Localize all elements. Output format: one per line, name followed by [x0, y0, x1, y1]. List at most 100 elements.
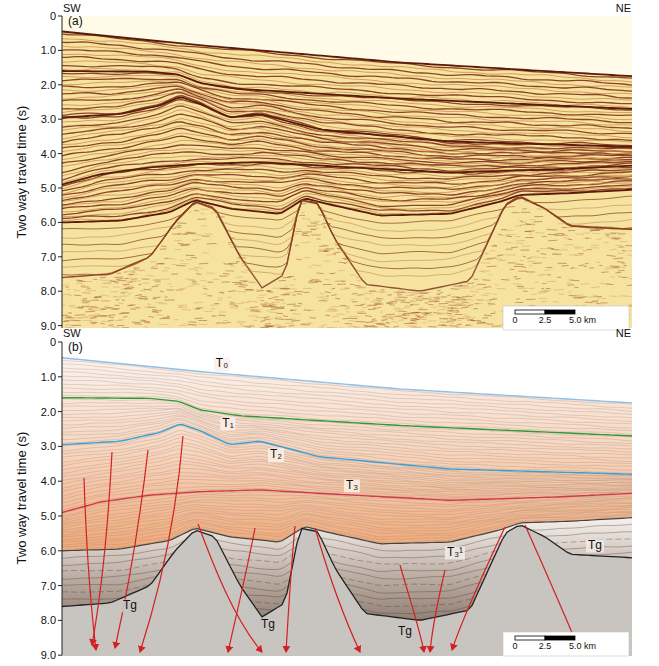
- noise-stroke: [250, 310, 260, 311]
- noise-stroke: [437, 314, 444, 315]
- tick-label: 2.0: [41, 79, 56, 91]
- noise-stroke: [426, 314, 433, 315]
- noise-stroke: [439, 292, 443, 294]
- noise-stroke: [225, 270, 234, 271]
- noise-stroke: [422, 292, 425, 293]
- axis-tick: [58, 446, 62, 447]
- noise-stroke: [230, 247, 234, 248]
- noise-stroke: [179, 288, 187, 290]
- noise-stroke: [123, 284, 130, 285]
- noise-stroke: [457, 318, 463, 320]
- horizon-label: Tg: [396, 625, 414, 638]
- noise-stroke: [546, 267, 553, 268]
- scale-label: 2.5: [539, 642, 552, 652]
- noise-stroke: [102, 283, 111, 285]
- noise-stroke: [202, 285, 206, 287]
- noise-stroke: [382, 316, 386, 318]
- noise-stroke: [495, 284, 498, 285]
- noise-stroke: [317, 272, 324, 274]
- noise-stroke: [455, 314, 462, 315]
- noise-stroke: [294, 233, 299, 234]
- noise-stroke: [459, 308, 462, 310]
- noise-stroke: [259, 295, 267, 296]
- noise-stroke: [376, 323, 385, 324]
- tick-label: 6.0: [41, 545, 56, 557]
- noise-stroke: [78, 317, 87, 318]
- noise-stroke: [515, 225, 522, 226]
- noise-stroke: [336, 314, 344, 315]
- noise-stroke: [489, 274, 493, 275]
- noise-stroke: [486, 252, 489, 253]
- noise-stroke: [626, 245, 633, 246]
- noise-stroke: [527, 257, 531, 259]
- noise-stroke: [340, 251, 345, 253]
- noise-stroke: [132, 322, 140, 324]
- noise-stroke: [458, 287, 465, 289]
- noise-stroke: [162, 270, 168, 271]
- noise-stroke: [153, 279, 161, 280]
- noise-stroke: [606, 267, 615, 268]
- noise-stroke: [472, 294, 475, 296]
- noise-stroke: [123, 292, 128, 293]
- noise-stroke: [447, 315, 452, 316]
- noise-stroke: [122, 299, 125, 301]
- noise-stroke: [387, 328, 391, 329]
- noise-stroke: [325, 315, 330, 317]
- noise-stroke: [349, 320, 356, 321]
- rift-reflector: [62, 196, 632, 251]
- noise-stroke: [191, 283, 196, 284]
- noise-stroke: [492, 293, 496, 294]
- noise-stroke: [407, 326, 416, 327]
- noise-stroke: [139, 299, 146, 300]
- horizon-label: Tg: [259, 619, 277, 632]
- noise-stroke: [488, 303, 495, 305]
- noise-stroke: [376, 298, 383, 300]
- noise-stroke: [163, 317, 170, 319]
- tick-label: 8.0: [41, 285, 56, 297]
- noise-stroke: [117, 280, 127, 282]
- noise-stroke: [220, 292, 224, 293]
- noise-stroke: [91, 307, 99, 308]
- noise-stroke: [591, 245, 600, 246]
- noise-stroke: [333, 321, 339, 322]
- noise-stroke: [303, 288, 313, 289]
- noise-stroke: [396, 311, 400, 312]
- noise-stroke: [583, 238, 591, 239]
- noise-stroke: [354, 285, 360, 287]
- noise-stroke: [129, 288, 132, 290]
- noise-stroke: [381, 318, 388, 319]
- noise-stroke: [361, 327, 367, 328]
- noise-stroke: [129, 274, 134, 275]
- noise-stroke: [618, 270, 624, 272]
- noise-stroke: [90, 310, 99, 311]
- noise-stroke: [317, 296, 325, 298]
- noise-stroke: [296, 229, 300, 230]
- noise-stroke: [402, 317, 407, 318]
- noise-stroke: [242, 263, 246, 265]
- noise-stroke: [63, 315, 66, 317]
- noise-stroke: [115, 305, 120, 306]
- seismic-ground: [62, 32, 632, 329]
- axis-line: [62, 16, 63, 328]
- noise-stroke: [194, 309, 200, 310]
- noise-stroke: [238, 322, 244, 324]
- axis-tick: [58, 188, 62, 189]
- noise-stroke: [512, 212, 520, 213]
- noise-stroke: [356, 277, 363, 278]
- noise-stroke: [156, 302, 164, 303]
- noise-stroke: [291, 320, 300, 321]
- noise-stroke: [523, 291, 528, 292]
- noise-stroke: [290, 310, 293, 311]
- noise-stroke: [219, 292, 225, 293]
- noise-stroke: [505, 235, 513, 237]
- noise-stroke: [394, 316, 401, 317]
- noise-stroke: [267, 290, 270, 292]
- noise-stroke: [194, 302, 203, 304]
- noise-stroke: [455, 320, 461, 321]
- noise-stroke: [360, 304, 365, 306]
- noise-stroke: [181, 245, 190, 247]
- noise-stroke: [462, 316, 469, 318]
- tick-label: 2.0: [41, 406, 56, 418]
- noise-stroke: [318, 214, 325, 216]
- noise-stroke: [287, 304, 296, 305]
